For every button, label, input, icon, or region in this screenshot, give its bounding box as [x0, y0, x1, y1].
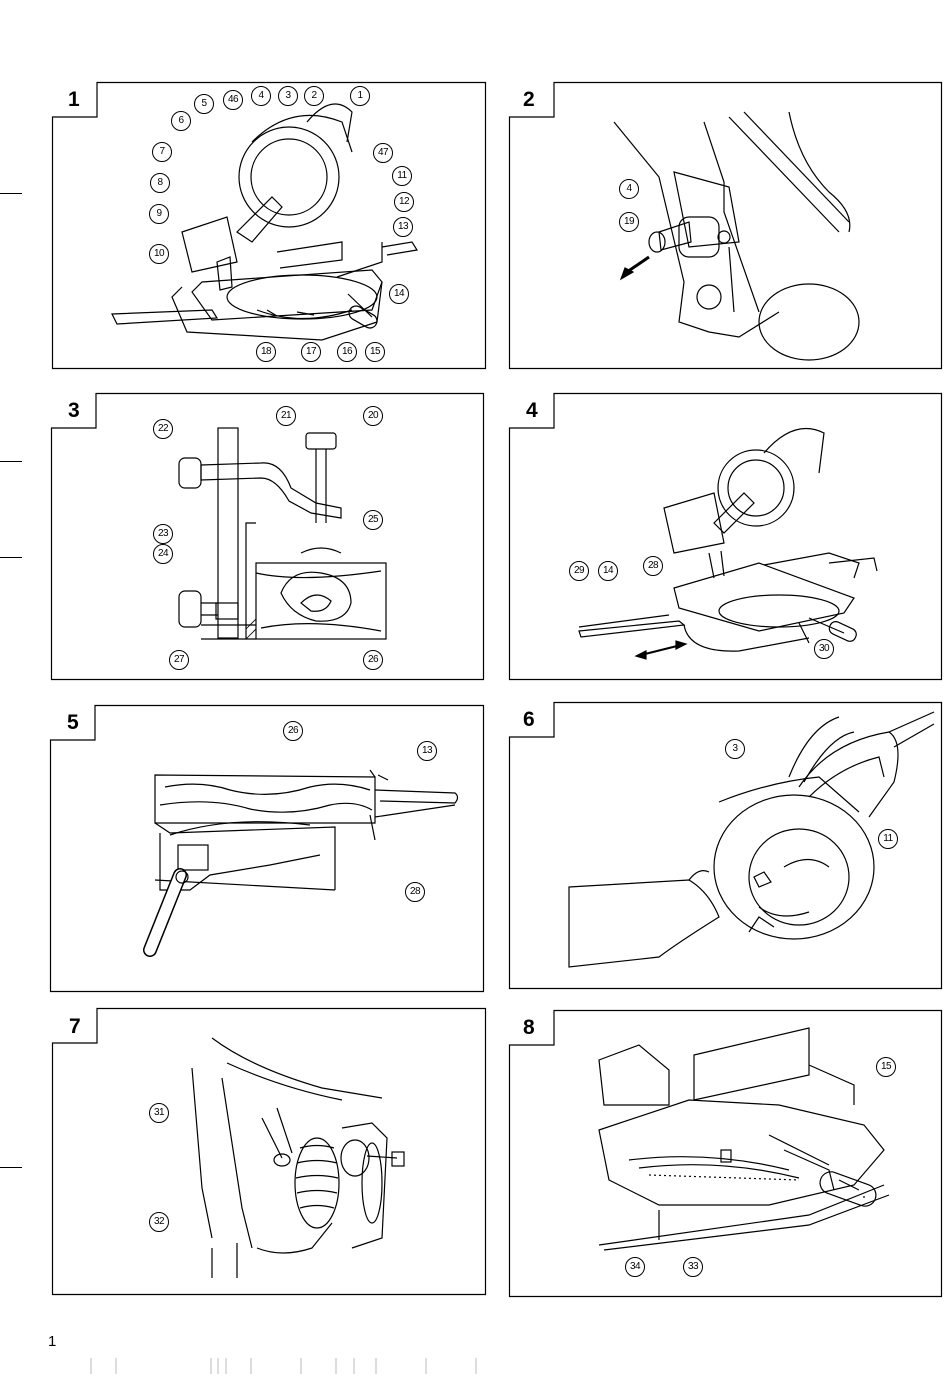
- callout-marker: 10: [149, 244, 169, 264]
- long-workpiece-support-illustration: [143, 769, 459, 957]
- callout-marker: 3: [725, 739, 745, 759]
- callout-marker: 6: [171, 111, 191, 131]
- callout-marker: 24: [153, 544, 173, 564]
- figure-panel-4: 4 29 14 28 30: [508, 392, 943, 681]
- faint-scan-marks: [90, 1358, 477, 1374]
- panel-number: 8: [523, 1016, 535, 1039]
- panel-number: 4: [526, 399, 538, 422]
- figure-panel-3: 3 20 21 22 23 24 25 26 27: [50, 392, 485, 681]
- callout-marker: 3: [278, 86, 298, 106]
- panel-number: 5: [67, 711, 79, 734]
- panel-number: 7: [69, 1015, 81, 1038]
- margin-tick: [0, 461, 22, 462]
- callout-marker: 12: [394, 192, 414, 212]
- callout-marker: 15: [365, 342, 385, 362]
- callout-marker: 21: [276, 406, 296, 426]
- callout-marker: 11: [392, 166, 412, 186]
- callout-marker: 25: [363, 510, 383, 530]
- callout-marker: 15: [876, 1057, 896, 1077]
- callout-marker: 31: [149, 1103, 169, 1123]
- figure-panel-1: 1 1 2 3 4 46 5 6 7 8 9 10 11 12 13 14 15…: [51, 81, 487, 370]
- callout-marker: 4: [619, 179, 639, 199]
- margin-tick: [0, 557, 22, 558]
- page-number: 1: [48, 1333, 57, 1350]
- extension-holder-illustration: [578, 427, 878, 660]
- panel-number: 1: [68, 88, 80, 111]
- blade-lock-pin-illustration: [613, 111, 860, 361]
- callout-marker: 30: [814, 639, 834, 659]
- callout-marker: 17: [301, 342, 321, 362]
- vise-assembly-illustration: [178, 427, 387, 640]
- callout-marker: 14: [598, 561, 618, 581]
- callout-marker: 8: [150, 173, 170, 193]
- figure-panel-6: 6 3 11: [508, 701, 943, 990]
- lock-lever-operation-illustration: [568, 711, 935, 968]
- callout-marker: 28: [405, 882, 425, 902]
- callout-marker: 47: [373, 143, 393, 163]
- figure-panel-8: 8 15 34 33: [508, 1009, 943, 1298]
- figure-panel-5: 5 26 13 28: [49, 704, 485, 993]
- panel-number: 6: [523, 708, 535, 731]
- callout-marker: 16: [337, 342, 357, 362]
- callout-marker: 46: [223, 90, 243, 110]
- margin-tick: [0, 1167, 22, 1168]
- margin-tick: [0, 193, 22, 194]
- callout-marker: 7: [152, 142, 172, 162]
- callout-marker: 19: [619, 212, 639, 232]
- callout-marker: 1: [350, 86, 370, 106]
- callout-marker: 13: [393, 217, 413, 237]
- callout-marker: 26: [283, 721, 303, 741]
- callout-marker: 14: [389, 284, 409, 304]
- turn-table-grip-illustration: [598, 1027, 890, 1251]
- callout-marker: 34: [625, 1257, 645, 1277]
- callout-marker: 20: [363, 406, 383, 426]
- callout-marker: 2: [304, 86, 324, 106]
- figure-panel-2: 2 4 19: [508, 81, 943, 370]
- callout-marker: 13: [417, 741, 437, 761]
- callout-marker: 26: [363, 650, 383, 670]
- callout-marker: 4: [251, 86, 271, 106]
- figure-panel-7: 7 31 32: [51, 1007, 487, 1296]
- callout-marker: 18: [256, 342, 276, 362]
- miter-saw-overview-illustration: [111, 103, 418, 341]
- callout-marker: 23: [153, 524, 173, 544]
- panel-number: 3: [68, 399, 80, 422]
- panel-number: 2: [523, 88, 535, 111]
- callout-marker: 33: [683, 1257, 703, 1277]
- callout-marker: 28: [643, 556, 663, 576]
- callout-marker: 9: [149, 204, 169, 224]
- callout-marker: 32: [149, 1212, 169, 1232]
- callout-marker: 22: [153, 419, 173, 439]
- callout-marker: 11: [878, 829, 898, 849]
- callout-marker: 5: [194, 94, 214, 114]
- callout-marker: 29: [569, 561, 589, 581]
- callout-marker: 27: [169, 650, 189, 670]
- depth-stopper-bolt-illustration: [191, 1037, 405, 1278]
